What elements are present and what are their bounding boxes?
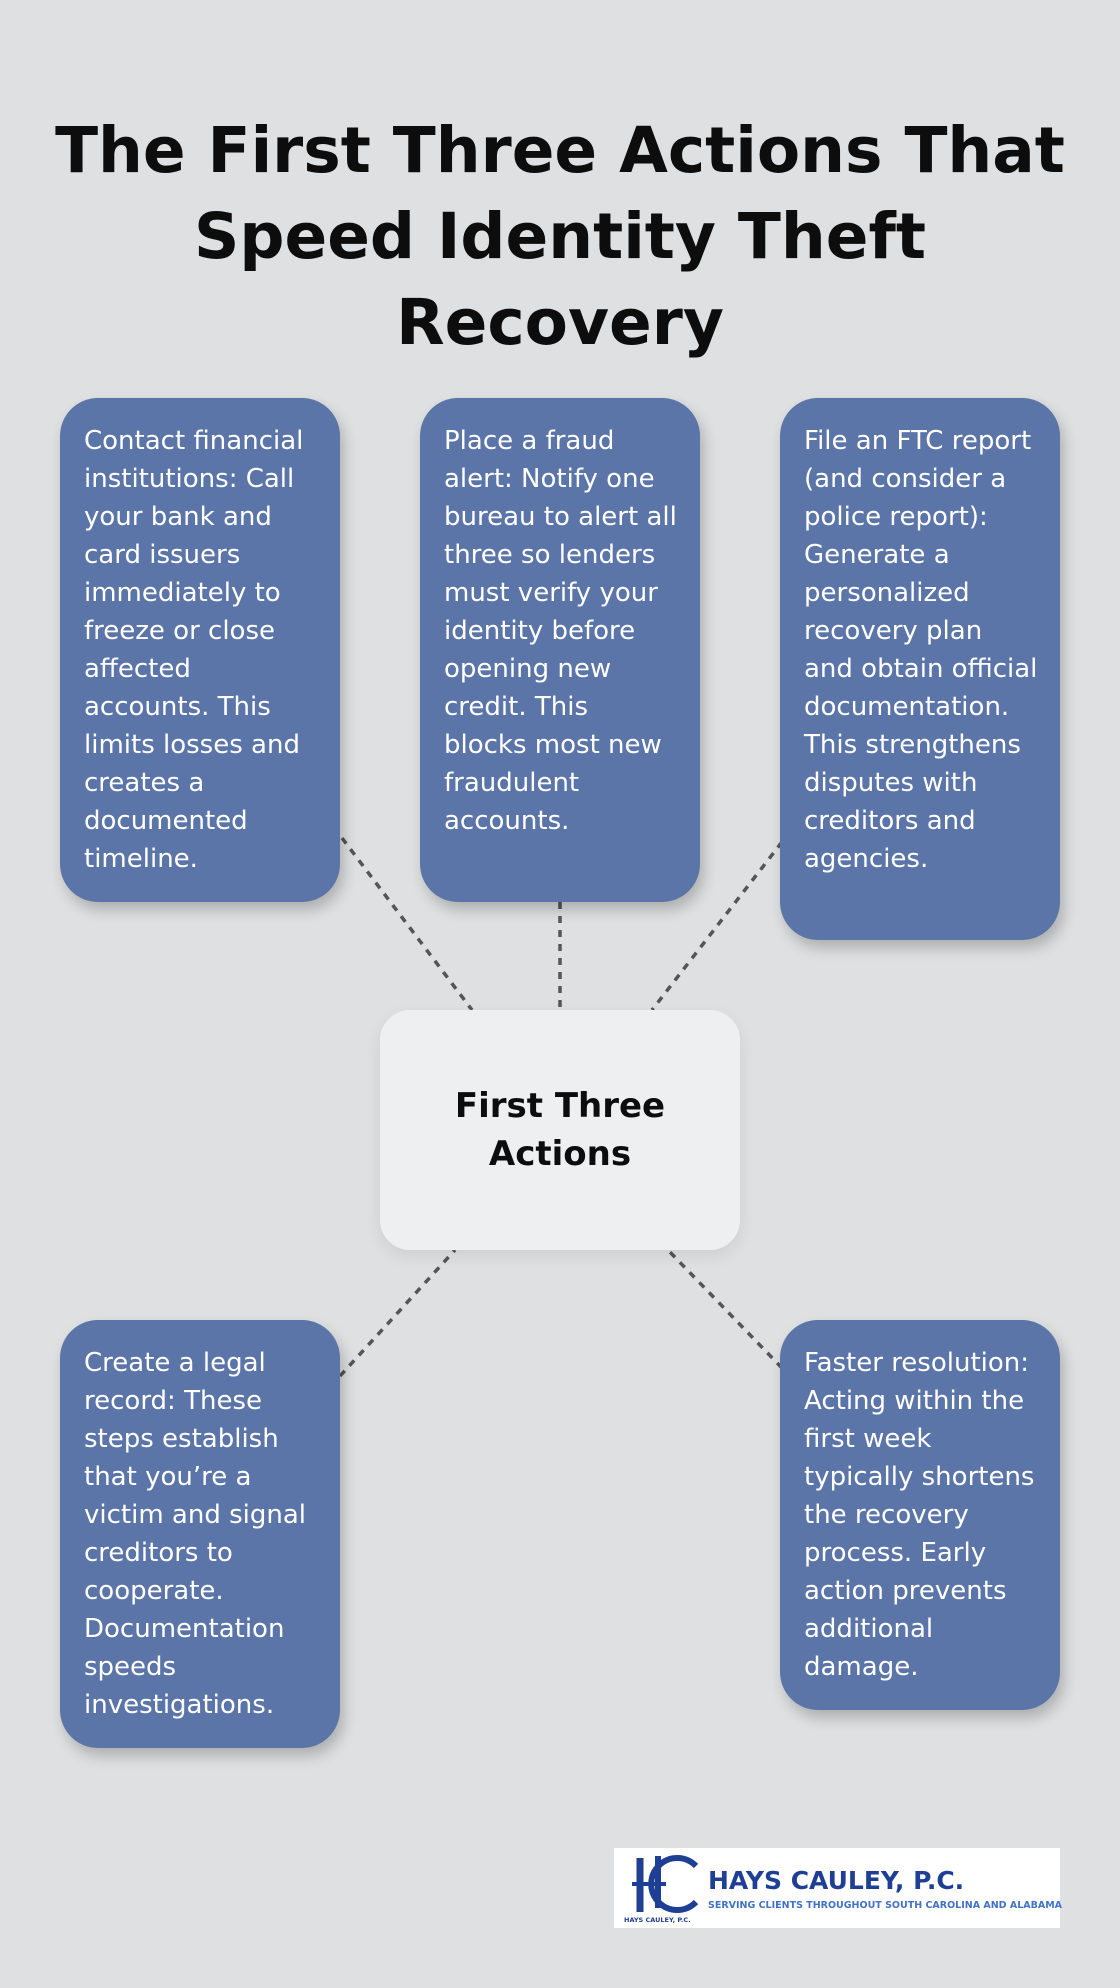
node-text: Place a fraud alert: Notify one bureau t… <box>444 426 677 836</box>
connector-line-4 <box>338 1248 457 1378</box>
center-node: First Three Actions <box>380 1010 740 1250</box>
company-logo: HAYS CAULEY, P.C. SERVING CLIENTS THROUG… <box>614 1848 1063 1928</box>
node-text: Faster resolution: Acting within the fir… <box>804 1348 1035 1682</box>
node-contact-financial-institutions: Contact financial institutions: Call you… <box>60 398 340 902</box>
logo-name: HAYS CAULEY, P.C. <box>708 1866 965 1895</box>
hc-monogram-icon <box>632 1855 699 1913</box>
node-text: File an FTC report (and consider a polic… <box>804 426 1038 874</box>
page-title: The First Three Actions That Speed Ident… <box>55 114 1065 359</box>
connector-line-5 <box>666 1248 784 1370</box>
node-place-fraud-alert: Place a fraud alert: Notify one bureau t… <box>420 398 700 902</box>
logo-tagline: SERVING CLIENTS THROUGHOUT SOUTH CAROLIN… <box>708 1900 1063 1911</box>
node-file-ftc-report: File an FTC report (and consider a polic… <box>780 398 1060 940</box>
node-faster-resolution: Faster resolution: Acting within the fir… <box>780 1320 1060 1710</box>
node-text: Contact financial institutions: Call you… <box>84 426 304 874</box>
center-label: First Three Actions <box>454 1086 666 1174</box>
node-create-legal-record: Create a legal record: These steps estab… <box>60 1320 340 1748</box>
logo-small-name: HAYS CAULEY, P.C. <box>624 1916 691 1924</box>
node-text: Create a legal record: These steps estab… <box>84 1348 307 1720</box>
